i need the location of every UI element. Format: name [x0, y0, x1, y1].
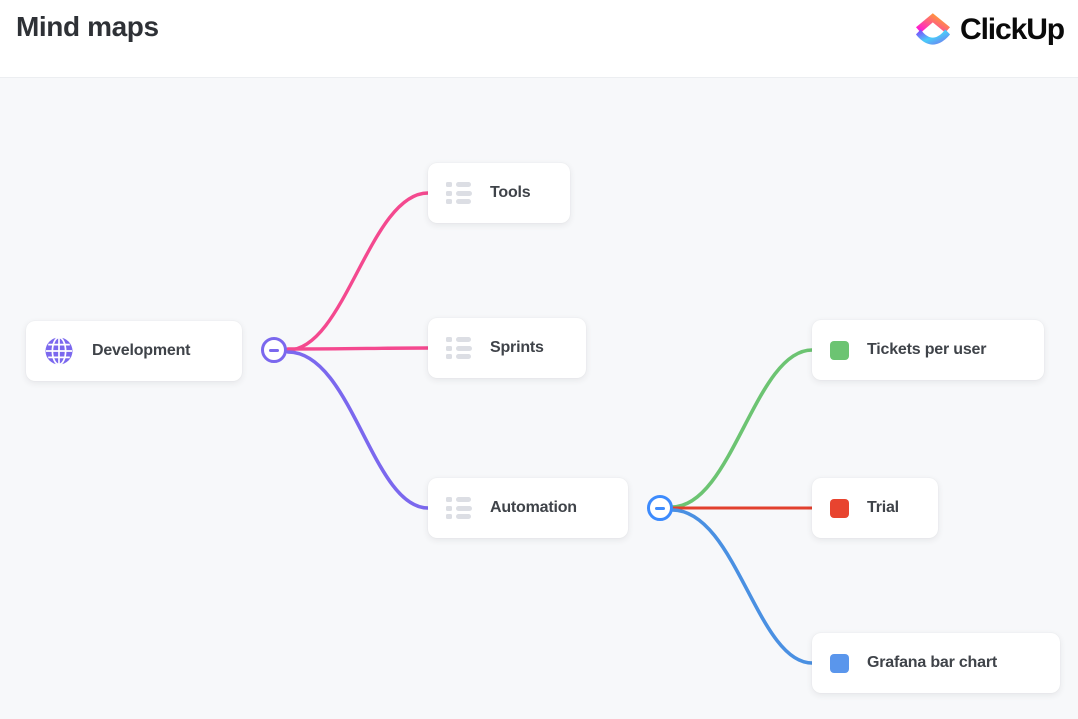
- minus-icon: [655, 506, 665, 510]
- list-icon: [446, 497, 472, 519]
- edge-development-tools: [286, 191, 430, 352]
- collapse-toggle-automation[interactable]: [647, 495, 673, 521]
- edge-automation-tickets-per-user: [670, 348, 814, 509]
- list-icon: [446, 337, 472, 359]
- minus-icon: [269, 348, 279, 352]
- app-header: Mind maps ClickUp: [0, 0, 1078, 78]
- mindmap-node-label: Tickets per user: [867, 341, 987, 358]
- mindmap-node-grafana-bar-chart[interactable]: Grafana bar chart: [812, 633, 1060, 693]
- mindmap-node-development[interactable]: Development: [26, 321, 242, 381]
- color-swatch-icon: [830, 340, 849, 360]
- clickup-logo-icon: [916, 13, 950, 45]
- mindmap-node-trial[interactable]: Trial: [812, 478, 938, 538]
- edge-development-automation: [286, 350, 430, 510]
- mindmap-node-label: Automation: [490, 499, 577, 516]
- brand-name: ClickUp: [960, 13, 1065, 46]
- mindmap-node-tickets-per-user[interactable]: Tickets per user: [812, 320, 1044, 380]
- color-swatch-icon: [830, 653, 849, 673]
- edge-automation-grafana-bar-chart: [670, 508, 814, 665]
- page-title: Mind maps: [16, 11, 159, 42]
- mindmap-node-sprints[interactable]: Sprints: [428, 318, 586, 378]
- collapse-toggle-development[interactable]: [261, 337, 287, 363]
- mindmap-node-label: Sprints: [490, 339, 544, 356]
- mindmap-node-automation[interactable]: Automation: [428, 478, 628, 538]
- list-icon: [446, 182, 472, 204]
- clickup-brand: ClickUp: [913, 9, 1065, 51]
- mindmap-node-label: Tools: [490, 184, 531, 201]
- mindmap-node-label: Development: [92, 342, 191, 359]
- mindmap-node-label: Trial: [867, 499, 899, 516]
- edge-development-sprints: [286, 346, 430, 351]
- color-swatch-icon: [830, 498, 849, 518]
- mindmap-node-tools[interactable]: Tools: [428, 163, 570, 223]
- mindmap-node-label: Grafana bar chart: [867, 654, 997, 671]
- mindmap-canvas[interactable]: Development Tools: [0, 78, 1078, 719]
- globe-icon: [44, 336, 74, 366]
